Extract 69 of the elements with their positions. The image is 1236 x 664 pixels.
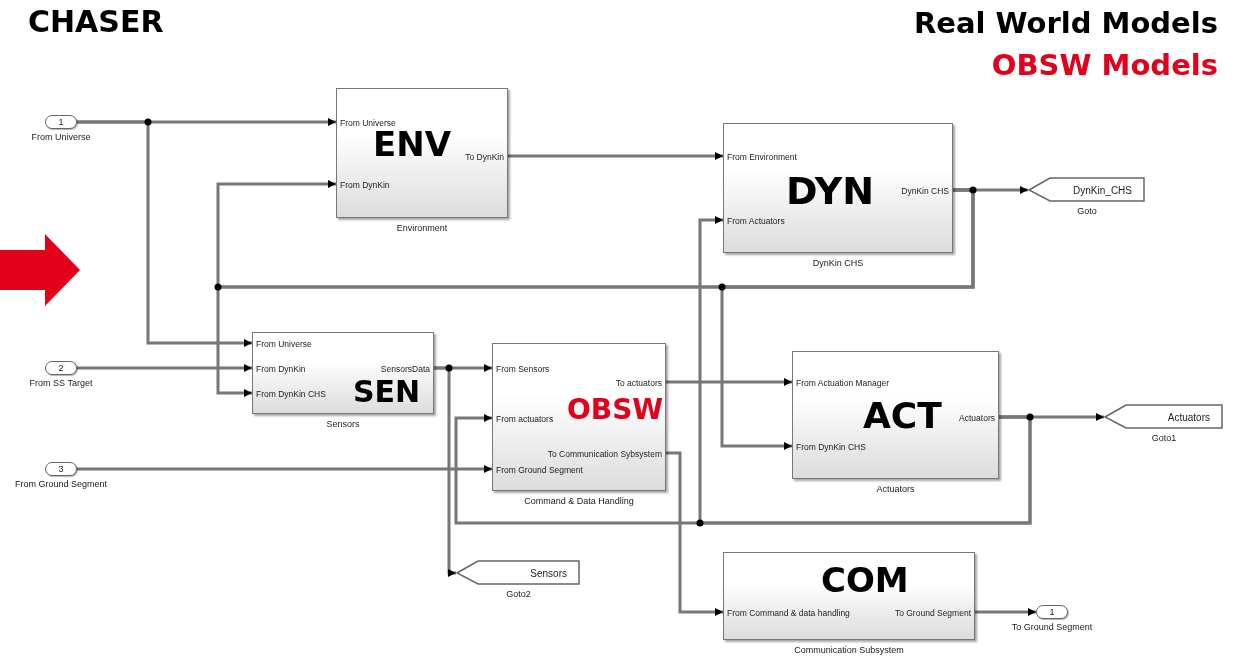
port-number: 1	[58, 117, 64, 127]
signal-line	[666, 378, 792, 386]
port-label: From Environment	[727, 152, 797, 162]
port-label: From Actuation Manager	[796, 378, 890, 388]
block-caption: Goto2	[506, 589, 531, 599]
port-label: From Actuators	[727, 216, 785, 226]
port-label: From Ground Segment	[496, 465, 583, 475]
block-caption: Goto	[1077, 206, 1097, 216]
block-title: OBSW	[567, 396, 664, 424]
block-caption: Command & Data Handling	[524, 496, 634, 506]
block-title: ENV	[373, 127, 451, 161]
block-caption: Communication Subsystem	[794, 645, 904, 655]
subsystem-block	[252, 332, 434, 414]
subsystem-block	[492, 343, 666, 491]
port-label: Actuators	[959, 413, 995, 423]
block-caption: Environment	[396, 223, 448, 233]
subsystem-block	[723, 552, 975, 640]
port-terminal	[45, 361, 77, 375]
signal-line	[720, 188, 975, 450]
signal-line	[77, 465, 492, 473]
port-label: From Sensors	[496, 364, 550, 374]
legend-entry: Real World Models	[914, 8, 1218, 40]
block-title: SEN	[353, 377, 421, 407]
goto-tag-label: DynKin_CHS	[1073, 184, 1132, 196]
block-caption: Goto1	[1151, 433, 1177, 443]
port-label: From Command & data handling	[727, 608, 850, 618]
block-title: COM	[821, 563, 909, 597]
port-label: From DynKin	[340, 180, 390, 190]
signal-line	[77, 120, 252, 347]
port-label: To Ground Segment	[894, 608, 971, 618]
diagram-title: CHASER	[28, 4, 164, 39]
port-label: From Universe	[340, 118, 396, 128]
port-label: From Universe	[256, 339, 312, 349]
block-caption: To Ground Segment	[1011, 622, 1093, 632]
port-number: 1	[1049, 607, 1055, 617]
port-terminal	[1036, 605, 1068, 619]
signal-line	[434, 366, 456, 577]
signal-line	[454, 414, 1032, 525]
block-caption: Sensors	[326, 419, 360, 429]
subsystem-block	[336, 88, 508, 218]
goto-tag-label: Actuators	[1167, 411, 1210, 423]
signal-line	[77, 364, 252, 372]
port-label: SensorsData	[380, 364, 430, 374]
block-caption: Actuators	[876, 484, 915, 494]
port-label: DynKin CHS	[901, 186, 949, 196]
legend-entry: OBSW Models	[991, 49, 1218, 82]
port-number: 2	[58, 363, 64, 373]
goto-tag-label: Sensors	[530, 567, 567, 579]
signal-line	[666, 451, 723, 616]
port-label: To DynKin	[465, 152, 504, 162]
port-number: 3	[58, 464, 64, 474]
subsystem-block	[723, 123, 953, 253]
port-terminal	[45, 115, 77, 129]
block-caption: From SS Target	[29, 378, 93, 388]
port-label: To actuators	[615, 378, 662, 388]
port-label: From actuators	[496, 414, 554, 424]
port-label: From DynKin CHS	[796, 442, 866, 452]
port-label: From DynKin	[256, 364, 306, 374]
block-caption: DynKin CHS	[812, 258, 864, 268]
block-caption: From Ground Segment	[15, 479, 107, 489]
signal-line	[975, 608, 1036, 616]
block-title: DYN	[786, 172, 875, 210]
port-terminal	[45, 462, 77, 476]
block-caption: From Universe	[31, 132, 91, 142]
signal-line	[508, 152, 723, 160]
port-label: To Communication Sybsystem	[547, 449, 662, 459]
subsystem-block	[792, 351, 999, 479]
block-title: ACT	[863, 398, 942, 434]
port-label: From DynKin CHS	[256, 389, 326, 399]
